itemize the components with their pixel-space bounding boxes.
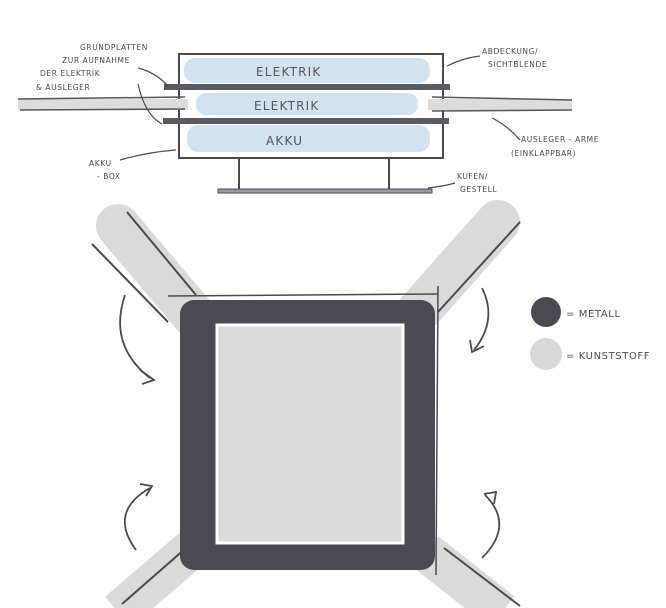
grundplatten-line-3: DER ELEKTRIK bbox=[40, 69, 101, 78]
abdeckung-line-2: SICHTBLENDE bbox=[488, 60, 547, 69]
akku-box-line-2: - BOX bbox=[97, 172, 121, 181]
grundplatten-line-4: & AUSLEGER bbox=[36, 83, 90, 92]
kufen-line-2: GESTELL bbox=[460, 185, 497, 194]
arm-top-right bbox=[396, 200, 521, 334]
compartment-elektrik-mid bbox=[196, 93, 418, 115]
annotation-ausleger: AUSLEGER - ARME (EINKLAPPBAR) bbox=[491, 117, 599, 158]
legend: = METALL = KUNSTSTOFF bbox=[530, 297, 650, 370]
rotation-arrows bbox=[119, 287, 501, 559]
akku-box-line-1: AKKU bbox=[89, 159, 112, 168]
arrow-top-right bbox=[473, 287, 490, 351]
plastic-plate bbox=[215, 323, 405, 545]
annotation-kufen: KUFEN/ GESTELL bbox=[427, 172, 497, 194]
legend-plastic-label: = KUNSTSTOFF bbox=[566, 351, 650, 362]
arm-right bbox=[428, 99, 572, 110]
compartment-label-3: AKKU bbox=[266, 134, 303, 148]
annotation-abdeckung: ABDECKUNG/ SICHTBLENDE bbox=[446, 47, 547, 69]
legend-metal-swatch bbox=[531, 297, 561, 327]
ausleger-line-1: AUSLEGER - ARME bbox=[521, 135, 599, 144]
legend-metal-label: = METALL bbox=[566, 309, 621, 320]
arm-left bbox=[18, 99, 188, 110]
compartment-akku bbox=[187, 125, 430, 152]
compartment-elektrik-top bbox=[184, 58, 430, 83]
grundplatten-line-1: GRUNDPLATTEN bbox=[80, 43, 148, 52]
compartment-label-1: ELEKTRIK bbox=[256, 65, 321, 79]
arm-bottom-right bbox=[413, 536, 521, 608]
base-plate-lower bbox=[163, 118, 449, 124]
skid bbox=[217, 188, 433, 194]
arm-top-left bbox=[91, 204, 218, 340]
annotation-grundplatten: GRUNDPLATTEN ZUR AUFNAHME DER ELEKTRIK &… bbox=[36, 43, 169, 125]
abdeckung-line-1: ABDECKUNG/ bbox=[482, 47, 538, 56]
kufen-line-1: KUFEN/ bbox=[457, 172, 488, 181]
ausleger-line-2: (EINKLAPPBAR) bbox=[511, 149, 576, 158]
side-view: ELEKTRIK ELEKTRIK AKKU GRUNDPLATTEN ZUR … bbox=[17, 43, 599, 194]
arrow-bottom-left bbox=[123, 487, 151, 551]
legend-plastic-swatch bbox=[530, 338, 562, 370]
grundplatten-line-2: ZUR AUFNAHME bbox=[62, 56, 130, 65]
arrow-bottom-right bbox=[481, 494, 501, 559]
arrow-top-left bbox=[119, 294, 151, 379]
base-plate-upper bbox=[164, 84, 450, 90]
annotation-akku-box: AKKU - BOX bbox=[89, 149, 177, 181]
top-view: = METALL = KUNSTSTOFF bbox=[91, 200, 650, 608]
compartment-label-2: ELEKTRIK bbox=[254, 99, 319, 113]
